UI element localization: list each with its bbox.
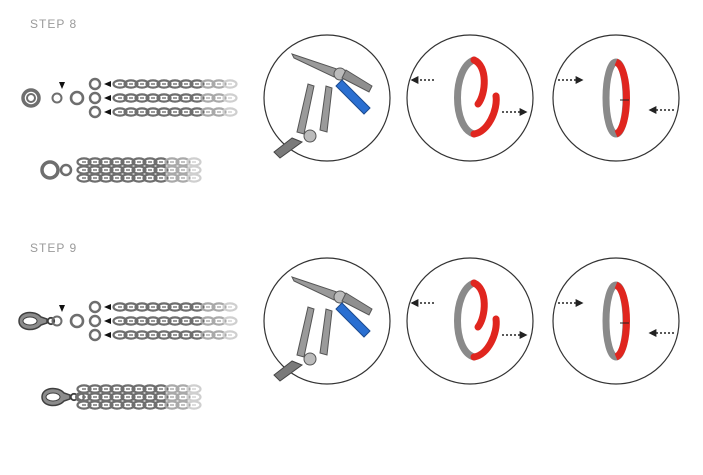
step-8-label: STEP 8 (30, 17, 78, 31)
jump-ring-icon (88, 77, 102, 91)
detail-circles (263, 257, 680, 385)
chain-strand-icon (112, 107, 238, 117)
jump-ring-icon (51, 92, 63, 104)
components-row (21, 77, 238, 119)
jump-ring-icon (69, 90, 85, 106)
pointer-down (59, 82, 65, 89)
jump-ring-icon (88, 300, 102, 314)
pointer-down (59, 305, 65, 312)
closed-ring-detail-circle (552, 257, 680, 385)
chain-strand-icon (76, 384, 202, 394)
chain-strand-icon (76, 392, 202, 402)
jump-ring-icon (88, 314, 102, 328)
chain-strand-icon (76, 173, 202, 183)
components-row (18, 300, 238, 342)
lobster-clasp-icon (41, 387, 79, 407)
chain-strand-icon (112, 93, 238, 103)
open-ring-icon (410, 56, 528, 138)
assembled-result (41, 384, 202, 410)
chain-strand-icon (112, 316, 238, 326)
jump-ring-icon (88, 328, 102, 342)
pliers-icon (273, 53, 373, 159)
pointer-left (104, 81, 111, 87)
pointer-left (104, 95, 111, 101)
detail-circles (263, 34, 680, 162)
chain-strand-icon (76, 157, 202, 167)
step-9-label: STEP 9 (30, 241, 78, 255)
open-ring-detail-circle (406, 34, 534, 162)
chain-strand-icon (112, 330, 238, 340)
large-ring-icon (40, 160, 60, 180)
jump-ring-icon (88, 105, 102, 119)
closed-ring-detail-circle (552, 34, 680, 162)
step-9-diagram (18, 257, 680, 410)
pointer-left (104, 304, 111, 310)
chain-strand-icon (112, 79, 238, 89)
jump-ring-icon (88, 91, 102, 105)
pointer-left (104, 318, 111, 324)
chain-strand-icon (112, 302, 238, 312)
open-ring-detail-circle (406, 257, 534, 385)
closed-ring-icon (558, 58, 674, 138)
open-ring-icon (410, 279, 528, 361)
jump-ring-icon (51, 315, 63, 327)
closed-ring-icon (558, 281, 674, 361)
lobster-clasp-icon (18, 311, 56, 331)
jump-ring-icon (69, 313, 85, 329)
chain-strand-icon (76, 165, 202, 175)
large-ring-inner (26, 93, 36, 103)
pointer-left (104, 109, 111, 115)
jump-ring-icon (59, 163, 73, 177)
step-8-diagram (21, 34, 680, 183)
pliers-icon (273, 276, 373, 382)
large-ring-icon (21, 88, 41, 108)
chain-strand-icon (76, 400, 202, 410)
pointer-left (104, 332, 111, 338)
assembled-result (40, 157, 202, 183)
